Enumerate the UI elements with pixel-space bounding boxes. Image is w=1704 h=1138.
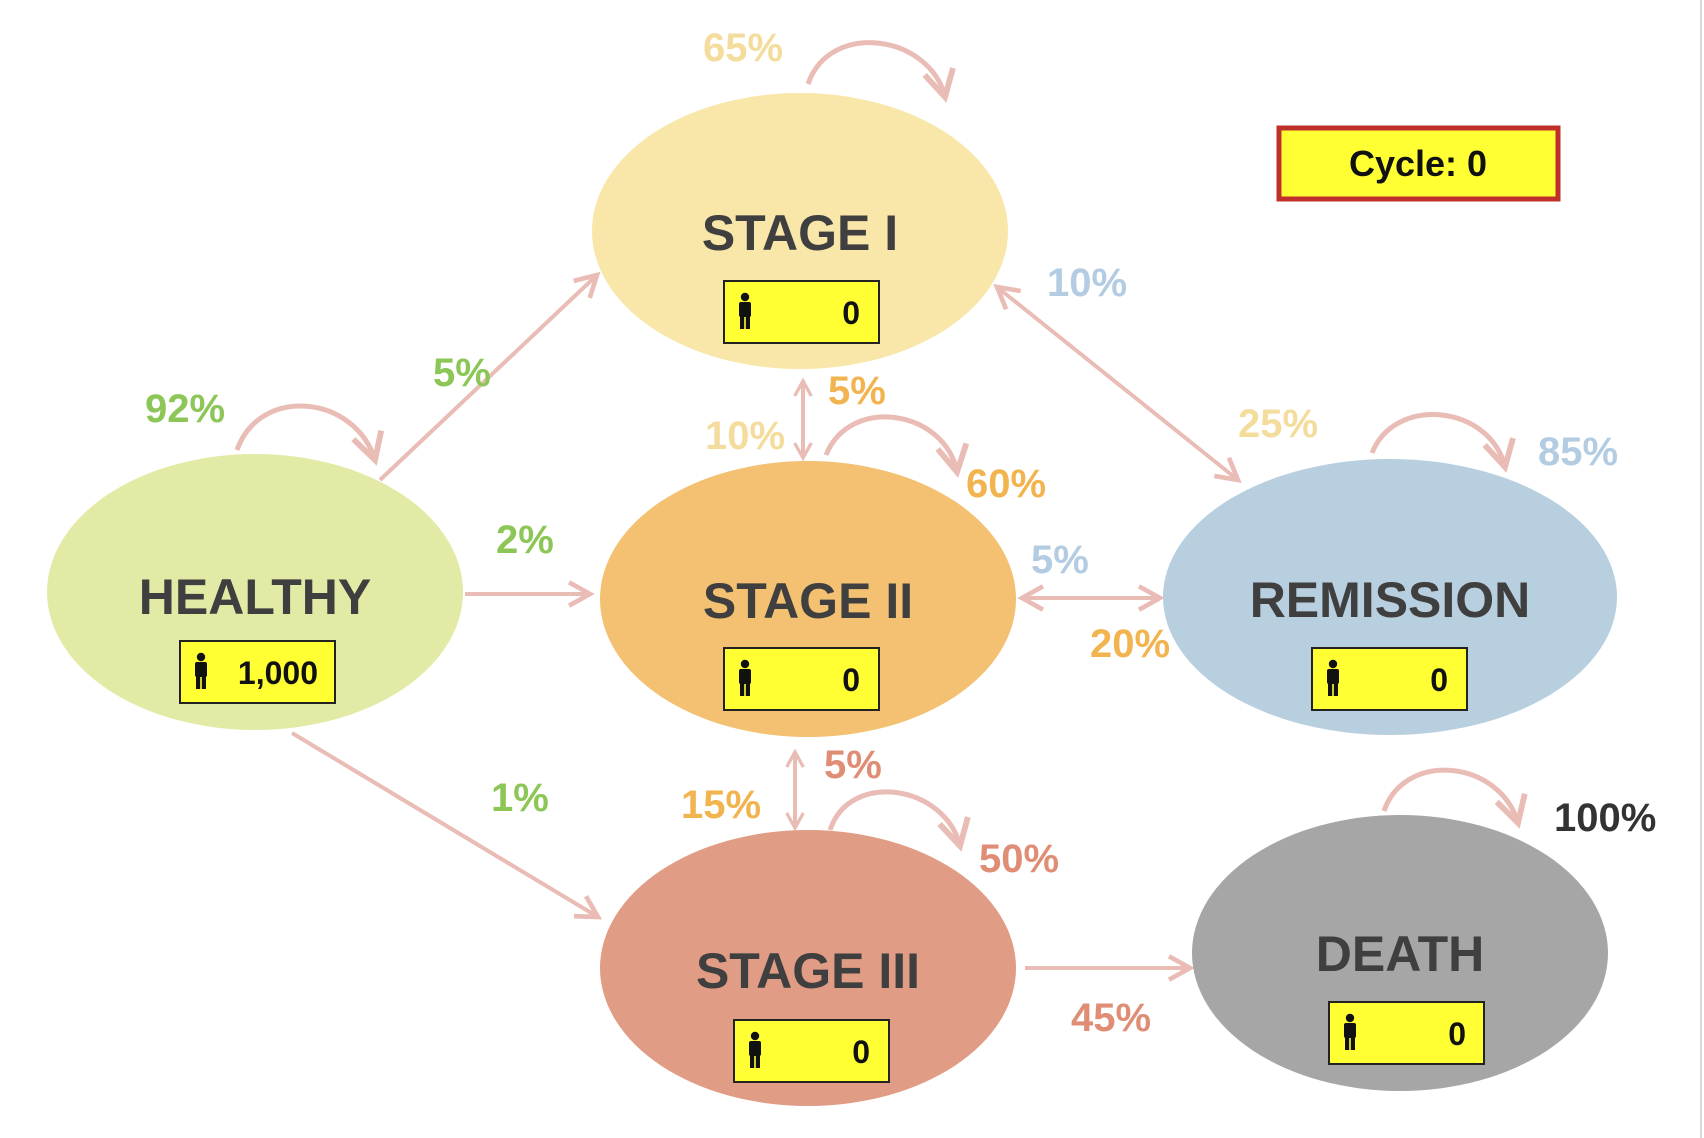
state-stage3-shape [600, 830, 1016, 1106]
prob-stage3-to-death: 45% [1071, 996, 1151, 1040]
state-death-count: 0 [1448, 1016, 1466, 1052]
loop-stage3 [827, 789, 960, 846]
prob-stage2-stay: 60% [966, 462, 1046, 506]
loop-stage1 [805, 40, 945, 97]
prob-stage3-to-stage2: 15% [681, 783, 761, 827]
state-stage3-count: 0 [852, 1034, 870, 1070]
state-stage1-label: STAGE I [702, 205, 898, 261]
state-stage2-count: 0 [842, 662, 860, 698]
arrow-stage1-remission [997, 287, 1238, 480]
state-healthy-count: 1,000 [238, 655, 318, 691]
loop-stage2 [823, 414, 957, 472]
prob-stage2-to-stage1: 10% [705, 414, 785, 458]
state-stage3: STAGE III 0 [600, 830, 1016, 1106]
prob-healthy-to-stage1: 5% [433, 351, 491, 395]
prob-healthy-stay: 92% [145, 387, 225, 431]
state-healthy-shape [47, 454, 463, 730]
state-stage2-label: STAGE II [703, 573, 913, 629]
prob-remission-to-stage2: 5% [1031, 538, 1089, 582]
loop-healthy [234, 403, 375, 460]
state-remission-label: REMISSION [1250, 572, 1531, 628]
prob-death-stay: 100% [1554, 796, 1656, 840]
state-stage1-shape [592, 93, 1008, 369]
state-healthy-label: HEALTHY [139, 569, 371, 625]
prob-healthy-to-stage2: 2% [496, 518, 554, 562]
page-edge-rule [1700, 0, 1702, 1138]
state-death-shape [1192, 815, 1608, 1091]
arrow-healthy-to-stage1 [378, 275, 597, 482]
state-stage2-shape [600, 461, 1016, 737]
state-death-label: DEATH [1316, 926, 1485, 982]
state-healthy: HEALTHY 1,000 [47, 454, 463, 730]
prob-stage1-stay: 65% [703, 26, 783, 70]
prob-healthy-to-stage3: 1% [491, 776, 549, 820]
cycle-counter-box [1276, 125, 1561, 202]
state-death: DEATH 0 [1192, 815, 1608, 1091]
cycle-counter-label: Cycle: 0 [1349, 143, 1487, 184]
state-death-count-box [1328, 1001, 1485, 1065]
prob-stage1-to-stage2: 5% [828, 369, 886, 413]
state-stage1: STAGE I 0 [592, 93, 1008, 369]
loop-death [1381, 767, 1518, 823]
arrow-healthy-to-stage3 [290, 731, 598, 917]
prob-remission-to-stage1: 10% [1047, 261, 1127, 305]
prob-stage2-to-stage3: 5% [824, 743, 882, 787]
state-remission: REMISSION 0 [1163, 459, 1617, 735]
loop-remission [1369, 412, 1505, 467]
state-stage1-count: 0 [842, 295, 860, 331]
cycle-counter: Cycle: 0 [1276, 125, 1561, 202]
prob-stage3-stay: 50% [979, 837, 1059, 881]
state-stage2: STAGE II 0 [600, 461, 1016, 737]
state-remission-shape [1163, 459, 1617, 735]
prob-stage2-to-remission: 20% [1090, 622, 1170, 666]
state-stage1-count-box [723, 280, 880, 344]
prob-remission-stay: 85% [1538, 430, 1618, 474]
prob-stage1-to-remission: 25% [1238, 402, 1318, 446]
state-stage3-label: STAGE III [696, 943, 920, 999]
state-remission-count: 0 [1430, 662, 1448, 698]
